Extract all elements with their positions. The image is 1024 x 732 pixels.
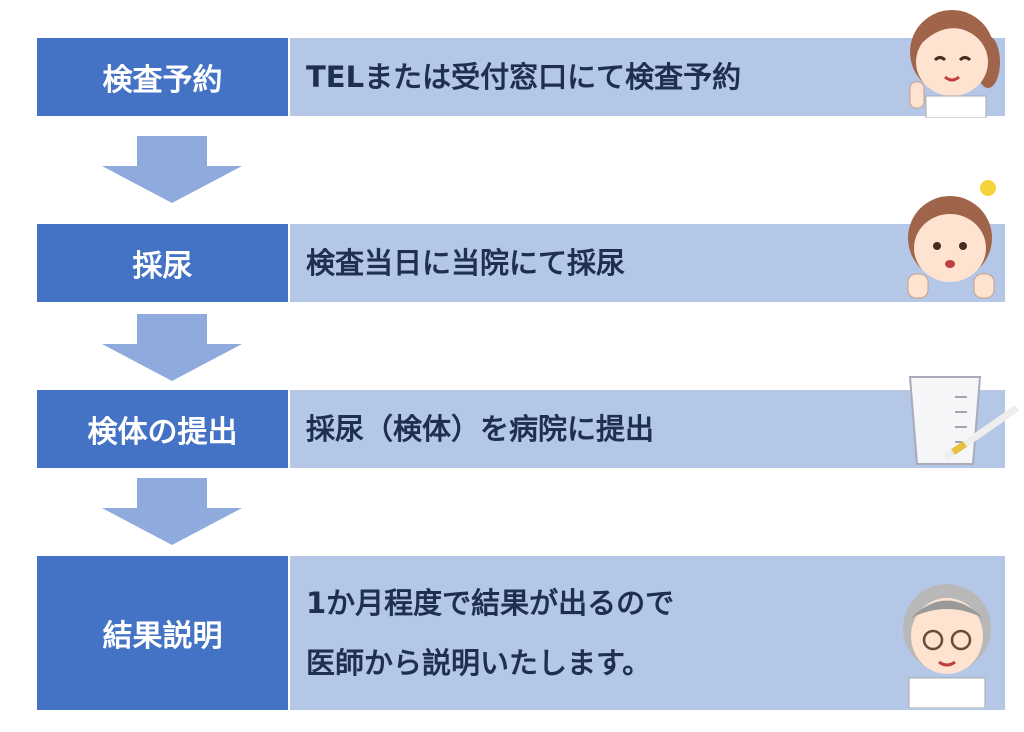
step-4-desc-line: 1か月程度で結果が出るので: [306, 586, 675, 620]
urine-cup-and-test-strip-illustration: [908, 376, 1019, 465]
down-arrow-icon: [102, 136, 242, 203]
nurse-idea-illustration: [907, 180, 996, 299]
step-4-title: 結果説明: [37, 556, 288, 710]
step-3-desc-line: 採尿（検体）を病院に提出: [306, 412, 655, 446]
step-1-description: TELまたは受付窓口にて検査予約: [290, 38, 1005, 116]
step-1-desc-line: TELまたは受付窓口にて検査予約: [306, 60, 742, 94]
step-3-title: 検体の提出: [37, 390, 288, 468]
down-arrow-icon: [102, 478, 242, 545]
step-3-description: 採尿（検体）を病院に提出: [290, 390, 1005, 468]
step-2-desc-line: 検査当日に当院にて採尿: [306, 246, 626, 280]
step-4-description: 1か月程度で結果が出るので 医師から説明いたします。: [290, 556, 1005, 710]
step-4-desc-line: 医師から説明いたします。: [306, 646, 652, 680]
nurse-pointing-illustration: [909, 10, 1000, 118]
step-2-description: 検査当日に当院にて採尿: [290, 224, 1005, 302]
doctor-illustration: [903, 584, 991, 708]
step-1-title: 検査予約: [37, 38, 288, 116]
step-2-title: 採尿: [37, 224, 288, 302]
down-arrow-icon: [102, 314, 242, 381]
